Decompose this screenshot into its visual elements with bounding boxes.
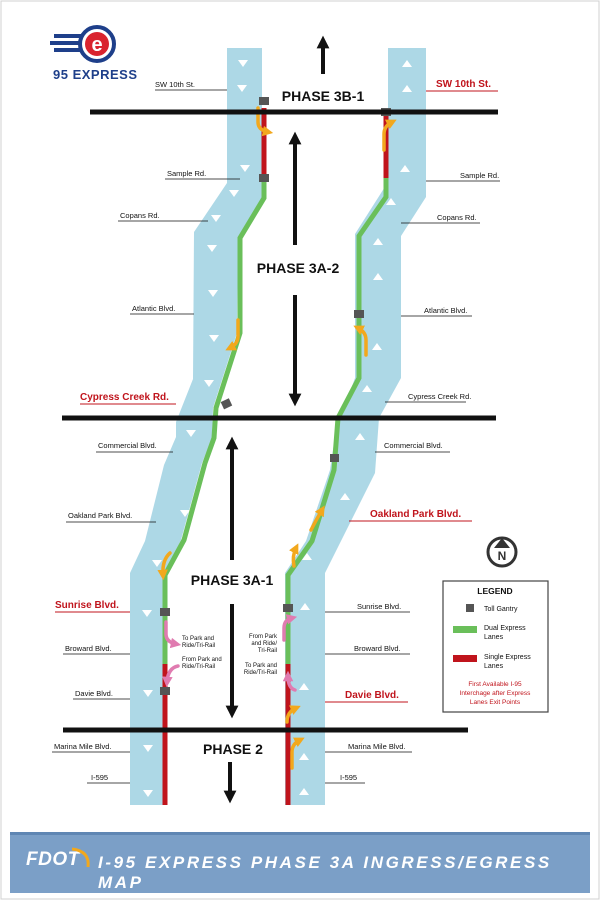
north-arrow: N (486, 536, 518, 568)
road-label-broward-left: Broward Blvd. (65, 644, 112, 653)
pr-left-to-2: Ride/Tri-Rail (182, 643, 215, 649)
legend-note-3: Lanes Exit Points (470, 699, 521, 706)
pr-right-to-1: To Park and (245, 663, 277, 669)
road-label-broward-right: Broward Blvd. (354, 644, 401, 653)
north-letter: N (498, 549, 507, 563)
pr-right-from-3: Tri-Rail (258, 648, 277, 654)
road-label-copans-right: Copans Rd. (437, 213, 477, 222)
toll-gantry (160, 687, 170, 695)
legend-dual-swatch (453, 626, 477, 633)
road-label-cypress-left: Cypress Creek Rd. (80, 392, 169, 403)
legend-dual-label-2: Lanes (484, 634, 504, 641)
road-label-i595-right: I-595 (340, 773, 357, 782)
toll-gantry (220, 398, 233, 410)
road-label-sw10-left: SW 10th St. (155, 80, 195, 89)
road-label-atlantic-right: Atlantic Blvd. (424, 306, 467, 315)
road-label-commercial-right: Commercial Blvd. (384, 441, 443, 450)
logo-letter: e (91, 34, 102, 56)
road-label-oakland-right: Oakland Park Blvd. (370, 509, 461, 520)
toll-gantry (330, 454, 339, 462)
southbound-direction-chevrons (142, 60, 250, 797)
legend-toll-swatch (466, 604, 474, 612)
park-and-ride-arrows (162, 614, 298, 692)
toll-gantry (259, 174, 269, 182)
legend-note-2: Interchage after Express (460, 690, 532, 697)
fdot-wordmark: FDOT (26, 849, 80, 870)
road-label-sample-right: Sample Rd. (460, 171, 499, 180)
road-label-atlantic-left: Atlantic Blvd. (132, 304, 175, 313)
phase-2-label: PHASE 2 (203, 741, 263, 757)
legend-single-swatch (453, 655, 477, 662)
exit-arrows (157, 106, 397, 770)
legend-single-label-2: Lanes (484, 663, 504, 670)
road-label-davie-left: Davie Blvd. (75, 689, 113, 698)
95-express-logo: e 95 EXPRESS (50, 25, 138, 82)
pr-right-from-1: From Park (249, 634, 278, 640)
road-label-cypress-right: Cypress Creek Rd. (408, 392, 471, 401)
road-label-sample-left: Sample Rd. (167, 169, 206, 178)
phase-3a1-label: PHASE 3A-1 (191, 572, 274, 588)
road-label-copans-left: Copans Rd. (120, 211, 160, 220)
road-label-i595-left: I-595 (91, 773, 108, 782)
northbound-direction-chevrons (299, 60, 412, 795)
pr-left-from-2: Ride/Tri-Rail (182, 664, 215, 670)
phase-3a2-label: PHASE 3A-2 (257, 260, 340, 276)
pr-right-from-2: and Ride/ (251, 641, 277, 647)
toll-gantry (160, 608, 170, 616)
phase-boundary-lines (62, 109, 498, 733)
legend-toll-label: Toll Gantry (484, 606, 518, 613)
phase-3b1-label: PHASE 3B-1 (282, 88, 365, 104)
toll-gantry (259, 97, 269, 105)
map-title: I-95 EXPRESS PHASE 3A INGRESS/EGRESS MAP (98, 853, 552, 892)
road-label-sunrise-right: Sunrise Blvd. (357, 602, 401, 611)
northbound-roadway (285, 48, 426, 805)
road-label-commercial-left: Commercial Blvd. (98, 441, 157, 450)
legend: LEGEND Toll Gantry Dual Express Lanes Si… (442, 580, 549, 713)
fdot-logo: FDOT (26, 847, 90, 871)
southbound-road-labels: SW 10th St. Sample Rd. Copans Rd. Atlant… (52, 80, 240, 784)
road-label-sw10-right: SW 10th St. (436, 79, 491, 90)
legend-single-label-1: Single Express (484, 654, 531, 661)
legend-note-1: First Available I-95 (468, 681, 522, 688)
pr-left-to-1: To Park and (182, 636, 214, 642)
pr-right-to-2: Ride/Tri-Rail (244, 670, 277, 676)
legend-dual-label-1: Dual Express (484, 625, 526, 632)
road-label-marina-left: Marina Mile Blvd. (54, 742, 112, 751)
toll-gantry (283, 604, 293, 612)
pr-left-from-1: From Park and (182, 657, 222, 663)
footer-banner: FDOT I-95 EXPRESS PHASE 3A INGRESS/EGRES… (10, 832, 590, 893)
road-label-sunrise-left: Sunrise Blvd. (55, 600, 119, 611)
road-label-oakland-left: Oakland Park Blvd. (68, 511, 132, 520)
phase-extent-arrows (223, 35, 330, 804)
fdot-swoosh-icon (71, 847, 90, 868)
northbound-road-labels: SW 10th St. Sample Rd. Copans Rd. Atlant… (325, 79, 500, 784)
road-label-davie-right: Davie Blvd. (345, 690, 399, 701)
legend-title: LEGEND (477, 586, 512, 596)
logo-wordmark: 95 EXPRESS (53, 67, 138, 82)
road-label-marina-right: Marina Mile Blvd. (348, 742, 406, 751)
toll-gantry (354, 310, 364, 318)
park-and-ride-notes: To Park and Ride/Tri-Rail From Park and … (182, 634, 278, 676)
